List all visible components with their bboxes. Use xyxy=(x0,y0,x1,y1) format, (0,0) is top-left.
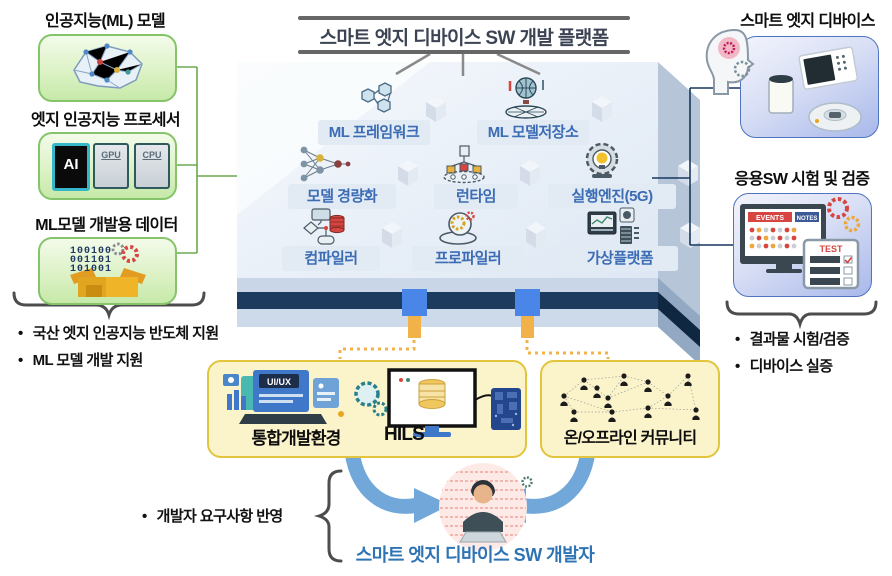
platform-pin-left xyxy=(408,316,421,338)
smart-edge-devices-box xyxy=(740,36,879,138)
hexagon-network-icon xyxy=(361,82,392,113)
developer-caption: 스마트 엣지 디바이스 SW 개발자 xyxy=(355,545,595,565)
right-bullet-1: •결과물 시험/검증 xyxy=(735,331,850,348)
block-runtime: 런타임 xyxy=(434,184,518,209)
events-label: EVENTS xyxy=(756,215,784,222)
right-testing-title: 응용SW 시험 및 검증 xyxy=(734,171,871,188)
community-label: 온/오프라인 커뮤니티 xyxy=(563,430,697,447)
chip-cubes xyxy=(382,96,700,248)
block-ml-model-store: ML 모델저장소 xyxy=(477,120,589,145)
block-virtual-platform: 가상플랫폼 xyxy=(562,246,678,271)
gear-bulb-icon xyxy=(585,142,619,178)
binary-data-text: 100100 001101 101001 xyxy=(70,246,113,275)
navy-connector-lines xyxy=(652,87,740,246)
platform-title: 스마트 엣지 디바이스 SW 개발 플랫폼 xyxy=(319,28,609,49)
platform-tab-right xyxy=(515,289,540,316)
hils-label: HILS xyxy=(383,424,425,445)
neural-network-icon xyxy=(300,146,351,182)
gear-icon xyxy=(521,476,533,488)
left-processor-title: 엣지 인공지능 프로세서 xyxy=(31,112,181,129)
conveyor-icon xyxy=(443,145,485,184)
block-profiler: 프로파일러 xyxy=(412,246,524,271)
left-bullet-1: •국산 엣지 인공지능 반도체 지원 xyxy=(18,325,219,342)
platform-pin-right xyxy=(521,316,534,338)
test-label: TEST xyxy=(819,244,843,254)
app-sw-testing-box: EVENTS NOTES TEST xyxy=(733,193,872,297)
ide-icon: UI/UX xyxy=(223,370,344,424)
dev-tools-box: UI/UX 통합개발환경 HILS xyxy=(207,360,527,458)
left-model-title: 인공지능(ML) 모델 xyxy=(45,13,166,30)
ml-model-box xyxy=(38,34,177,102)
dotted-route-right xyxy=(525,340,610,359)
green-connector-lines xyxy=(173,66,237,254)
ai-chip-icon: AI xyxy=(52,143,90,191)
developer-requirements-bullet: •개발자 요구사항 반영 xyxy=(142,508,283,525)
platform-tab-left xyxy=(402,289,427,316)
hils-icon xyxy=(354,368,521,437)
left-brace xyxy=(12,291,206,321)
community-network-icon xyxy=(560,373,700,422)
title-pointer-lines xyxy=(395,52,541,76)
ai-head-icon xyxy=(705,28,755,95)
data-box-icon xyxy=(70,242,146,297)
title-top-bar xyxy=(298,16,630,20)
left-bullet-2: •ML 모델 개발 지원 xyxy=(18,352,143,369)
gpu-chip-icon: GPU xyxy=(93,143,129,189)
left-data-title: ML모델 개발용 데이터 xyxy=(35,217,178,234)
dotted-route-left xyxy=(338,340,416,359)
block-ml-framework: ML 프레임워크 xyxy=(318,120,430,145)
block-exec-engine-5g: 실행엔진(5G) xyxy=(548,184,676,209)
testing-screens-icon: EVENTS NOTES TEST xyxy=(740,197,861,290)
ml-data-box: 100100 001101 101001 xyxy=(38,237,177,305)
right-devices-title: 스마트 엣지 디바이스 xyxy=(740,13,875,30)
gear-magnifier-icon xyxy=(439,211,477,245)
developer-brace xyxy=(313,469,343,563)
edge-processor-box: AI GPU CPU xyxy=(38,132,177,200)
right-bullet-2: •디바이스 실증 xyxy=(735,358,833,375)
brain-network-icon xyxy=(73,43,143,89)
block-compiler: 컴파일러 xyxy=(282,246,380,271)
virtual-platform-monitor-icon xyxy=(587,207,639,244)
uiux-label: UI/UX xyxy=(267,377,291,387)
right-brace xyxy=(725,300,878,330)
title-bottom-bar xyxy=(298,50,630,54)
cpu-chip-icon: CPU xyxy=(134,143,170,189)
notes-label: NOTES xyxy=(797,216,818,222)
ide-label: 통합개발환경 xyxy=(251,429,341,448)
arrow-left-to-developer xyxy=(344,450,450,523)
globe-antenna-icon xyxy=(505,77,547,119)
block-model-lightweight: 모델 경량화 xyxy=(288,184,396,209)
community-box: 온/오프라인 커뮤니티 xyxy=(540,360,720,458)
developer-illustration xyxy=(439,463,533,551)
edge-devices-icons xyxy=(768,46,862,132)
flowchart-database-icon xyxy=(303,208,345,245)
